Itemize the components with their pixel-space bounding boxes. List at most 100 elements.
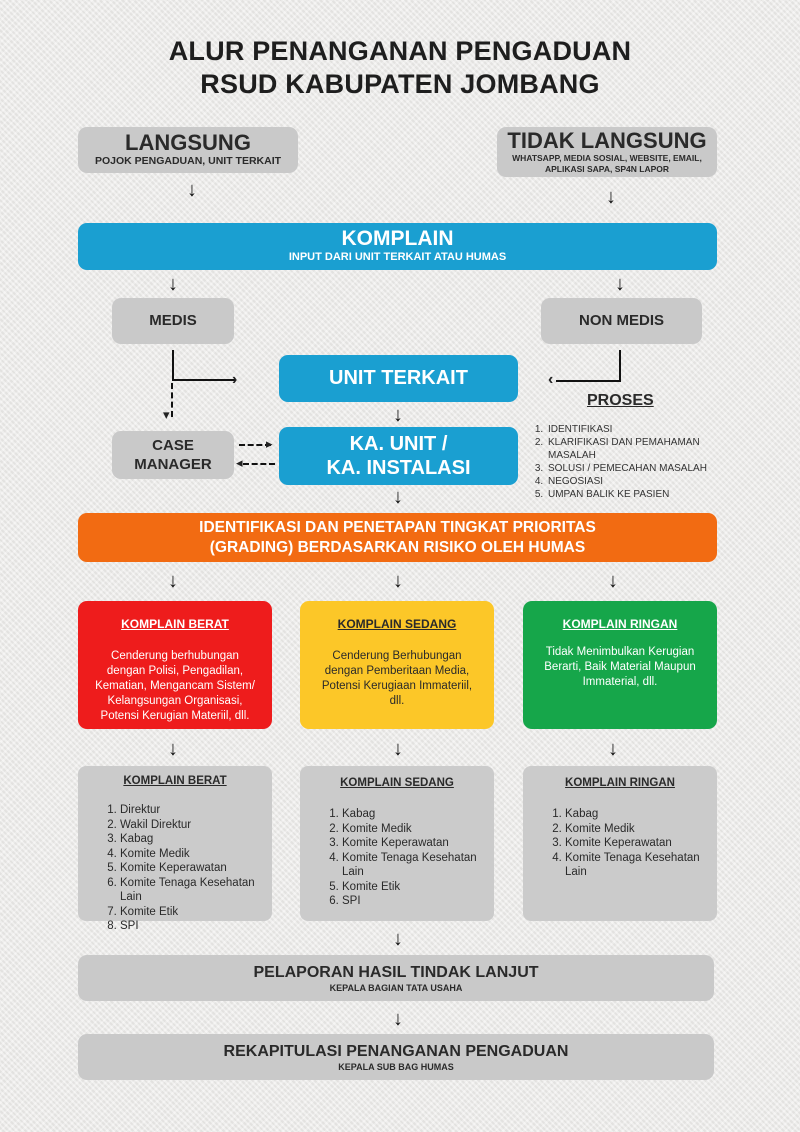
connector-line xyxy=(619,350,621,382)
list-item: Komite Tenaga Kesehatan Lain xyxy=(120,876,272,905)
arrow-down-icon: ↓ xyxy=(393,928,403,950)
page-title: ALUR PENANGANAN PENGADUAN RSUD KABUPATEN… xyxy=(0,36,800,100)
list-item: SPI xyxy=(342,894,494,909)
arrow-down-icon: ↓ xyxy=(608,570,618,592)
komplain-subtitle: INPUT DARI UNIT TERKAIT ATAU HUMAS xyxy=(288,251,507,263)
card-komplain-berat: KOMPLAIN BERAT Cenderung berhubungan den… xyxy=(78,601,272,729)
identifikasi-line-1: IDENTIFIKASI DAN PENETAPAN TINGKAT PRIOR… xyxy=(199,519,596,536)
langsung-subtitle: POJOK PENGADUAN, UNIT TERKAIT xyxy=(94,155,282,167)
list-title: KOMPLAIN BERAT xyxy=(123,775,227,787)
case-manager-line-2: MANAGER xyxy=(134,456,212,473)
arrow-right-small-icon: ▸ xyxy=(266,436,273,451)
dashed-connector xyxy=(171,383,173,417)
proses-title: PROSES xyxy=(587,392,654,409)
card-title: KOMPLAIN RINGAN xyxy=(562,617,678,631)
list-item: Komite Medik xyxy=(565,822,703,837)
list-item: Komite Etik xyxy=(120,905,272,920)
pelaporan-title: PELAPORAN HASIL TINDAK LANJUT xyxy=(253,964,539,981)
list-item: Wakil Direktur xyxy=(120,818,272,833)
ka-unit-line-2: KA. INSTALASI xyxy=(326,457,471,479)
title-line-2: RSUD KABUPATEN JOMBANG xyxy=(200,69,600,99)
arrow-right-icon: › xyxy=(232,371,238,388)
card-title: KOMPLAIN BERAT xyxy=(121,617,229,631)
list-komplain-ringan: KOMPLAIN RINGAN Kabag Komite Medik Komit… xyxy=(523,766,717,921)
case-manager-box: CASE MANAGER xyxy=(112,431,234,479)
list-komplain-berat: KOMPLAIN BERAT Direktur Wakil Direktur K… xyxy=(78,766,272,932)
langsung-box: LANGSUNG POJOK PENGADUAN, UNIT TERKAIT xyxy=(78,127,298,173)
arrow-down-icon: ↓ xyxy=(606,186,616,208)
tidak-langsung-title: TIDAK LANGSUNG xyxy=(507,128,707,153)
proses-item: SOLUSI / PEMECAHAN MASALAH xyxy=(546,462,730,475)
dashed-connector xyxy=(243,463,275,465)
tidak-langsung-box: TIDAK LANGSUNG WHATSAPP, MEDIA SOSIAL, W… xyxy=(497,127,717,177)
list-item: Komite Medik xyxy=(120,847,272,862)
arrow-down-icon: ↓ xyxy=(168,273,178,295)
arrow-down-icon: ↓ xyxy=(393,738,403,760)
connector-line xyxy=(172,379,236,381)
list-item: Komite Keperawatan xyxy=(342,836,494,851)
arrow-left-icon: ‹ xyxy=(548,371,554,388)
card-description: Cenderung Berhubungan dengan Pemberitaan… xyxy=(321,650,473,707)
rekapitulasi-title: REKAPITULASI PENANGANAN PENGADUAN xyxy=(223,1043,569,1060)
title-line-1: ALUR PENANGANAN PENGADUAN xyxy=(168,36,632,66)
arrow-down-icon: ↓ xyxy=(393,570,403,592)
medis-box: MEDIS xyxy=(112,298,234,344)
list-item: Komite Keperawatan xyxy=(565,836,703,851)
list-item: Komite Tenaga Kesehatan Lain xyxy=(342,851,494,880)
card-title: KOMPLAIN SEDANG xyxy=(337,617,457,631)
arrow-left-small-icon: ◂ xyxy=(236,455,243,470)
rekapitulasi-subtitle: KEPALA SUB BAG HUMAS xyxy=(338,1062,454,1072)
list-komplain-sedang: KOMPLAIN SEDANG Kabag Komite Medik Komit… xyxy=(300,766,494,921)
arrow-down-icon: ↓ xyxy=(608,738,618,760)
ka-unit-line-1: KA. UNIT / xyxy=(349,433,448,455)
proses-item: UMPAN BALIK KE PASIEN xyxy=(546,488,730,501)
unit-terkait-box: UNIT TERKAIT xyxy=(279,355,518,402)
list-item: Direktur xyxy=(120,803,272,818)
responsible-list: Kabag Komite Medik Komite Keperawatan Ko… xyxy=(523,807,717,880)
list-item: Komite Tenaga Kesehatan Lain xyxy=(565,851,703,880)
card-komplain-sedang: KOMPLAIN SEDANG Cenderung Berhubungan de… xyxy=(300,601,494,729)
non-medis-label: NON MEDIS xyxy=(578,312,664,329)
list-title: KOMPLAIN SEDANG xyxy=(340,777,454,789)
pelaporan-subtitle: KEPALA BAGIAN TATA USAHA xyxy=(329,983,463,993)
tidak-langsung-subtitle-1: WHATSAPP, MEDIA SOSIAL, WEBSITE, EMAIL, xyxy=(512,153,702,163)
rekapitulasi-box: REKAPITULASI PENANGANAN PENGADUAN KEPALA… xyxy=(78,1034,714,1080)
unit-terkait-label: UNIT TERKAIT xyxy=(329,367,468,389)
list-item: Komite Etik xyxy=(342,880,494,895)
komplain-box: KOMPLAIN INPUT DARI UNIT TERKAIT ATAU HU… xyxy=(78,223,717,270)
medis-label: MEDIS xyxy=(149,312,197,329)
proses-item: IDENTIFIKASI xyxy=(546,423,730,436)
dashed-connector xyxy=(239,444,271,446)
identifikasi-line-2: (GRADING) BERDASARKAN RISIKO OLEH HUMAS xyxy=(209,539,586,556)
connector-line xyxy=(556,380,621,382)
arrow-down-icon: ↓ xyxy=(393,486,403,508)
list-item: Kabag xyxy=(120,832,272,847)
pelaporan-box: PELAPORAN HASIL TINDAK LANJUT KEPALA BAG… xyxy=(78,955,714,1001)
komplain-title: KOMPLAIN xyxy=(341,227,454,250)
list-item: Kabag xyxy=(342,807,494,822)
list-item: Komite Medik xyxy=(342,822,494,837)
non-medis-box: NON MEDIS xyxy=(541,298,702,344)
langsung-title: LANGSUNG xyxy=(125,130,251,155)
proses-list: IDENTIFIKASI KLARIFIKASI DAN PEMAHAMAN M… xyxy=(530,423,730,501)
tidak-langsung-subtitle-2: APLIKASI SAPA, SP4N LAPOR xyxy=(544,164,670,174)
responsible-list: Direktur Wakil Direktur Kabag Komite Med… xyxy=(78,803,272,934)
arrow-down-small-icon: ▾ xyxy=(163,407,170,422)
responsible-list: Kabag Komite Medik Komite Keperawatan Ko… xyxy=(300,807,494,909)
ka-unit-box: KA. UNIT / KA. INSTALASI xyxy=(279,427,518,485)
identifikasi-box: IDENTIFIKASI DAN PENETAPAN TINGKAT PRIOR… xyxy=(78,513,717,562)
list-item: SPI xyxy=(120,919,272,934)
arrow-down-icon: ↓ xyxy=(393,404,403,426)
arrow-down-icon: ↓ xyxy=(187,179,197,201)
proses-item: NEGOSIASI xyxy=(546,475,730,488)
proses-item: KLARIFIKASI DAN PEMAHAMAN MASALAH xyxy=(546,436,730,462)
list-item: Komite Keperawatan xyxy=(120,861,272,876)
list-item: Kabag xyxy=(565,807,703,822)
arrow-down-icon: ↓ xyxy=(168,570,178,592)
card-description: Tidak Menimbulkan Kerugian Berarti, Baik… xyxy=(544,646,696,688)
card-komplain-ringan: KOMPLAIN RINGAN Tidak Menimbulkan Kerugi… xyxy=(523,601,717,729)
connector-line xyxy=(172,350,174,380)
arrow-down-icon: ↓ xyxy=(615,273,625,295)
list-title: KOMPLAIN RINGAN xyxy=(565,777,675,789)
arrow-down-icon: ↓ xyxy=(168,738,178,760)
